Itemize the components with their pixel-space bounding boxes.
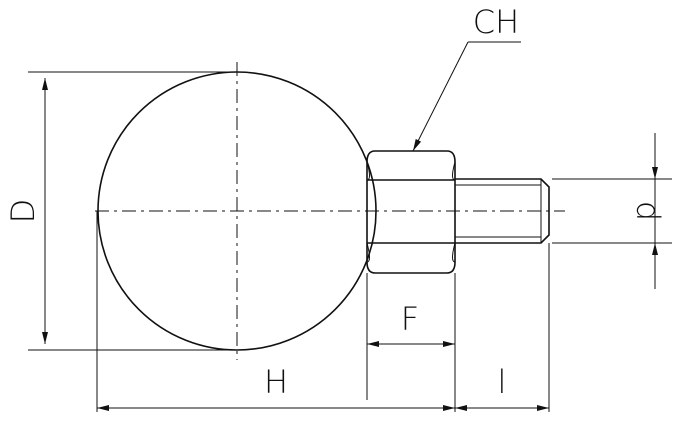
dimension-CH: CH <box>412 3 521 152</box>
hex-nut <box>366 150 456 274</box>
dimension-H: H <box>97 363 455 411</box>
dimension-D: D <box>4 71 237 351</box>
dimension-l-label: l <box>498 363 507 401</box>
dimension-d-label: d <box>629 201 667 221</box>
threaded-stud <box>455 178 550 244</box>
dimension-D-label: D <box>4 199 42 224</box>
dimension-l: l <box>455 363 549 411</box>
dimension-CH-label: CH <box>473 3 519 41</box>
dimension-F-label: F <box>401 300 419 338</box>
dimension-F: F <box>367 300 455 347</box>
dimension-d: d <box>552 133 672 289</box>
dimension-H-label: H <box>264 363 288 401</box>
